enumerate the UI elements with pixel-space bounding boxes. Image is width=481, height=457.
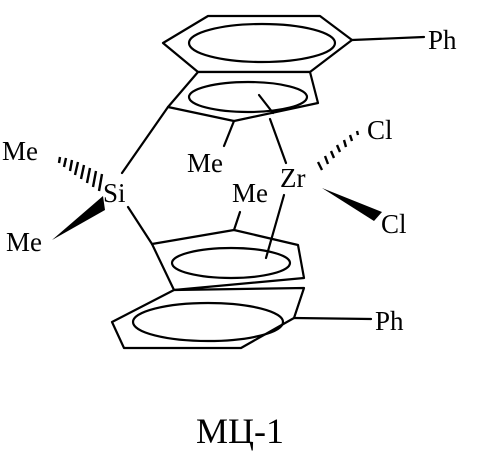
si-top-indenyl-bond [120,105,170,175]
si-methyl-bottom-label: Me [6,227,42,257]
phenyl-bottom-label: Ph [375,306,404,336]
chlorine-bottom-label: Cl [381,209,407,239]
top-methyl-bond [222,119,236,148]
bottom-cyclopentadienyl-ring [150,228,306,292]
si-methyl-hashed-bond [57,156,104,192]
indenyl-methyl-top-label: Me [187,148,223,178]
si-methyl-wedge-bond [52,196,105,240]
zirconium-label: Zr [280,163,305,193]
top-benzo-ring-inner [187,22,337,64]
zr-top-ring-bond-2 [268,117,288,165]
indenyl-methyl-bottom-label: Me [232,178,268,208]
bottom-methyl-bond [232,210,242,232]
top-phenyl-bond [350,35,426,42]
phenyl-top-label: Ph [428,25,457,55]
top-cyclopentadienyl-ring-inner [187,80,309,114]
si-bottom-indenyl-bond [126,205,154,246]
compound-caption: МЦ-1 [196,411,284,451]
zr-chlorine-hashed-bond [316,130,360,171]
bottom-cyclopentadienyl-ring-inner [170,246,292,280]
bottom-phenyl-bond [292,316,373,321]
zr-bottom-ring-bond [264,193,286,260]
bottom-benzo-ring-inner [131,301,285,343]
si-methyl-top-label: Me [2,136,38,166]
bottom-benzo-ring [110,286,306,350]
chlorine-top-label: Cl [367,115,393,145]
top-cyclopentadienyl-ring [166,70,320,123]
silicon-label: Si [103,178,126,208]
zr-chlorine-wedge-bond [322,188,382,221]
zr-top-ring-bond-1 [257,93,275,115]
